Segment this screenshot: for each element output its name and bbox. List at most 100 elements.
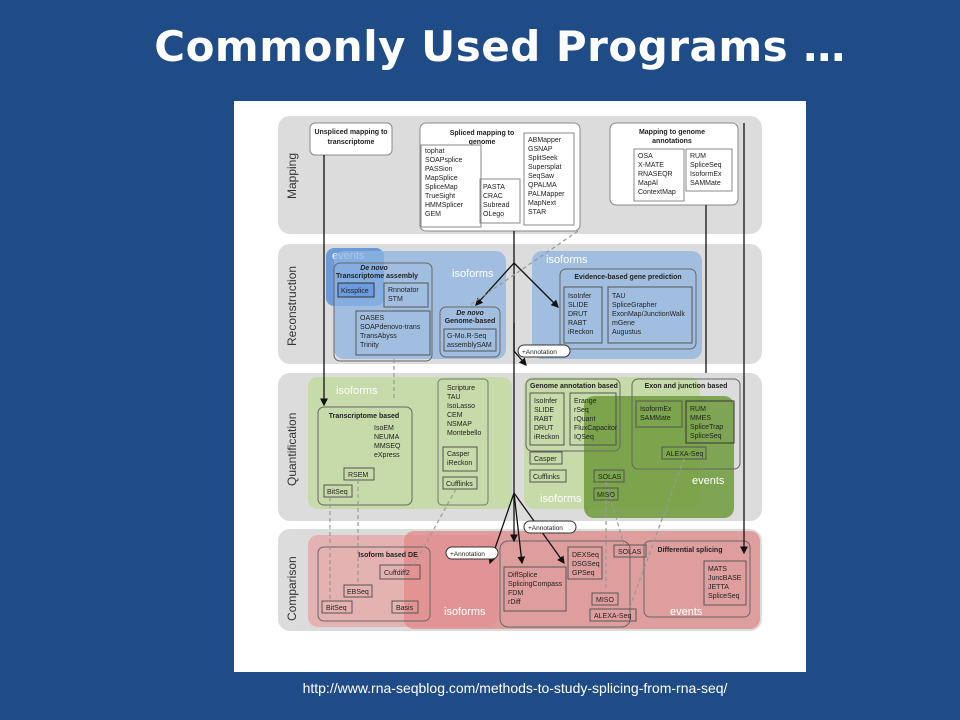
tx-based-box xyxy=(317,406,413,506)
tool-slide: SLIDE xyxy=(568,302,589,309)
tool-stm: STM xyxy=(388,296,403,303)
tool-passion: PASSion xyxy=(425,166,453,173)
tool-mapsplice: MapSplice xyxy=(425,175,458,182)
diff-splicing-box xyxy=(643,540,751,618)
evidence-list-b-box xyxy=(607,286,693,344)
ebseq-box xyxy=(343,584,373,598)
tool-drut-q: DRUT xyxy=(534,425,554,432)
tool-rabt-q: RABT xyxy=(534,416,553,423)
tool-mmseq: MMSEQ xyxy=(374,443,401,450)
annot-list-b: RUM SpliceSeq IsoformEx SAMMate xyxy=(690,153,722,187)
denovo-tx-box xyxy=(333,262,433,362)
denovo-genome-title-1: De novo xyxy=(456,310,484,317)
tx-based-list: IsoEM NEUMA MMSEQ eXpress xyxy=(374,425,401,459)
tool-palmapper: PALMapper xyxy=(528,191,565,198)
alexa-c-box xyxy=(589,608,637,622)
isoform-de-box xyxy=(317,546,431,622)
oases-box xyxy=(355,310,431,356)
ga-list-a-box xyxy=(529,392,565,446)
solas-q-box xyxy=(593,469,625,483)
evidence-list-a-box xyxy=(563,286,603,344)
tool-iqseq: IQSeq xyxy=(574,434,594,441)
mats-list: MATS JuncBASE JETTA SpliceSeq xyxy=(708,566,742,600)
recon-isoforms-label-right: isoforms xyxy=(546,254,588,266)
kissplice-box xyxy=(337,282,375,298)
unspliced-box xyxy=(309,122,393,156)
bitseq-box xyxy=(323,484,353,498)
tool-ireckon-q: iReckon xyxy=(447,460,472,467)
gmor-box xyxy=(443,328,497,352)
tool-cem: CEM xyxy=(447,412,463,419)
evidence-list-a: IsoInfer SLIDE DRUT RABT iReckon xyxy=(568,293,593,336)
rsem-box xyxy=(343,467,375,481)
tool-solas-c: SOLAS xyxy=(618,549,642,556)
tool-mapnext: MapNext xyxy=(528,200,556,207)
tx-based-title: Transcriptome based xyxy=(329,413,399,420)
tool-fdm: FDM xyxy=(508,590,523,597)
stage-label-mapping: Mapping xyxy=(285,153,299,199)
diff-splicing-title: Differential splicing xyxy=(658,547,723,554)
tool-juncbase: JuncBASE xyxy=(708,575,742,582)
tool-osa: OSA xyxy=(638,153,653,160)
tool-kissplice: Kissplice xyxy=(341,288,369,295)
exon-junction-box xyxy=(631,378,741,470)
tool-basis: Basis xyxy=(396,605,414,612)
isoform-de-title: Isoform based DE xyxy=(358,552,418,559)
tool-supersplat: Supersplat xyxy=(528,164,562,171)
spliced-list-a-box xyxy=(420,144,482,228)
tool-gem: GEM xyxy=(425,211,441,218)
tool-splicetrap: SpliceTrap xyxy=(690,424,723,431)
tool-gsnap: GSNAP xyxy=(528,146,553,153)
evidence-box xyxy=(559,268,697,350)
tool-cufflinks: Cufflinks xyxy=(446,481,473,488)
bitseq-c-box xyxy=(321,600,353,614)
tool-neuma: NEUMA xyxy=(374,434,400,441)
recon-isoforms-area-right xyxy=(532,251,702,359)
tool-spliceseq-c: SpliceSeq xyxy=(708,593,740,600)
tool-olego: OLego xyxy=(483,211,504,218)
mats-box xyxy=(703,560,747,606)
tool-gmorseq: G-Mo.R-Seq xyxy=(447,333,486,340)
tool-sammate-q: SAMMate xyxy=(640,415,671,422)
tool-rnnotator: Rnnotator xyxy=(388,287,419,294)
splicing-methods-diagram: Mapping Reconstruction Quantification Co… xyxy=(278,116,762,631)
miso-c-box xyxy=(591,592,619,606)
denovo-genome-box xyxy=(439,306,501,358)
slide-title: Commonly Used Programs … xyxy=(154,22,846,71)
spliced-list-c-box xyxy=(523,132,575,226)
quant-events-area xyxy=(584,396,734,518)
scripture-box xyxy=(437,378,489,506)
tool-rseq: rSeq xyxy=(574,407,589,414)
cufflinks2-box xyxy=(529,469,567,483)
tool-mats: MATS xyxy=(708,566,727,573)
tool-splicegrapher: SpliceGrapher xyxy=(612,302,657,309)
tool-star: STAR xyxy=(528,209,546,216)
recon-isoforms-area-left xyxy=(334,251,506,359)
source-url: http://www.rna-seqblog.com/methods-to-st… xyxy=(302,680,728,696)
annotation-tag-comp-left-label: +Annotation xyxy=(450,551,485,558)
tool-qpalma: QPALMA xyxy=(528,182,557,189)
tool-splicingcompass: SplicingCompass xyxy=(508,581,563,588)
stage-label-comparison: Comparison xyxy=(285,556,299,621)
spliced-list-c: ABMapper GSNAP SplitSeek Supersplat SeqS… xyxy=(528,137,565,216)
tool-assemblysam: assemblySAM xyxy=(447,342,492,349)
tool-spliceseq: SpliceSeq xyxy=(690,162,722,169)
diffsplice-box xyxy=(499,540,631,628)
stage-label-quantification: Quantification xyxy=(285,413,299,486)
dexseq-list: DEXSeq DSGSeq GPSeq xyxy=(572,552,600,577)
annot-title-2: annotations xyxy=(652,138,692,145)
tool-subread: Subread xyxy=(483,202,510,209)
tool-casper: Casper xyxy=(534,456,557,463)
tool-rquant: rQuant xyxy=(574,416,595,423)
tool-crac: CRAC xyxy=(483,193,503,200)
diagram-panel: Mapping Reconstruction Quantification Co… xyxy=(234,101,806,672)
evidence-list-b: TAU SpliceGrapher ExonMap/JunctionWalk m… xyxy=(612,293,685,336)
annot-list-b-box xyxy=(685,148,733,192)
cuffdiff-box xyxy=(379,564,421,580)
tool-rnaseqr: RNASEQR xyxy=(638,171,673,178)
tool-hmmsplicer: HMMSplicer xyxy=(425,202,464,209)
denovo-tx-title-1: De novo xyxy=(360,265,388,272)
annotation-tag-recon xyxy=(517,344,571,358)
dexseq-box xyxy=(567,546,603,580)
diffsplice-list-box xyxy=(503,566,567,612)
